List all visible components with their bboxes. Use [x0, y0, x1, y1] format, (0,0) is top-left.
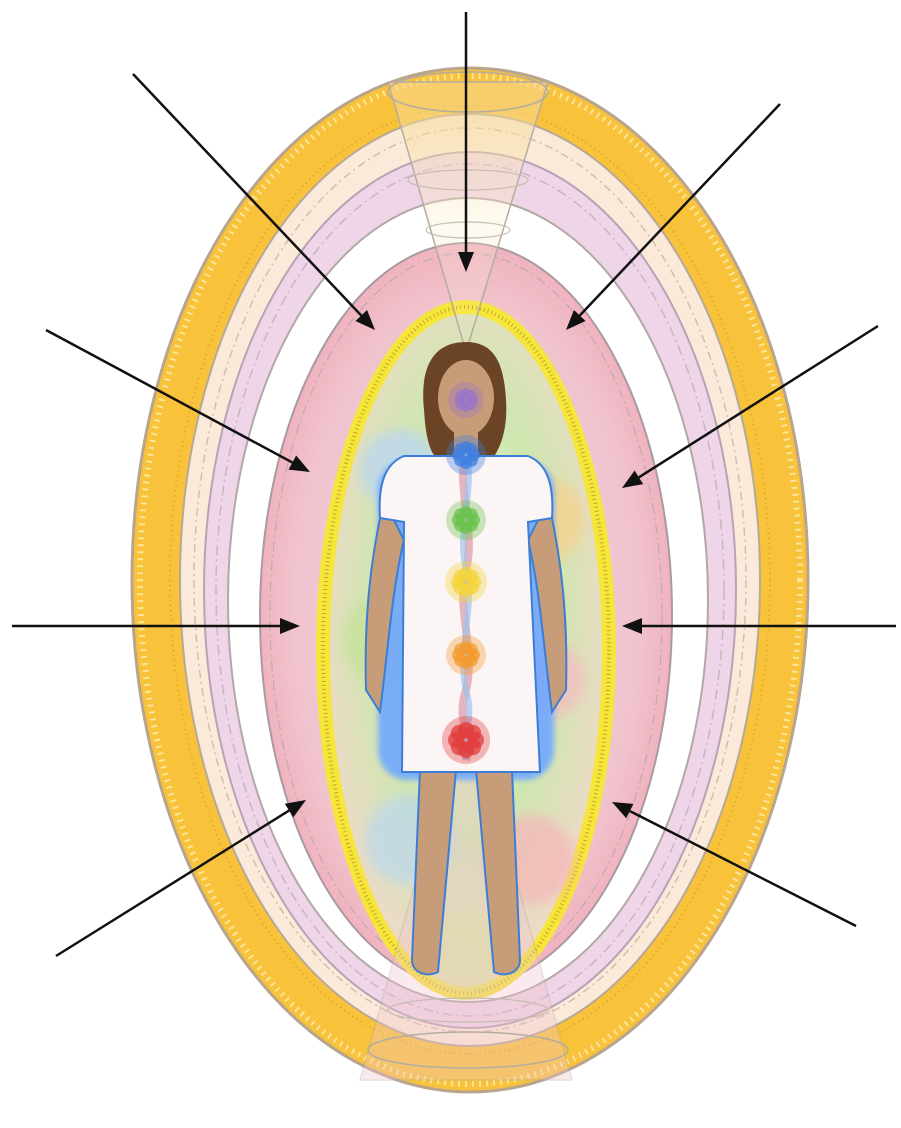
chakra-flower-icon [448, 382, 484, 418]
chakra-flower-icon [446, 635, 486, 675]
energy-channel [463, 450, 470, 760]
chakra-flower-icon [446, 435, 486, 475]
chakra-flower-icon [445, 561, 487, 603]
chakra-flower-icon [442, 716, 490, 764]
chakra-flower-icon [446, 500, 486, 540]
